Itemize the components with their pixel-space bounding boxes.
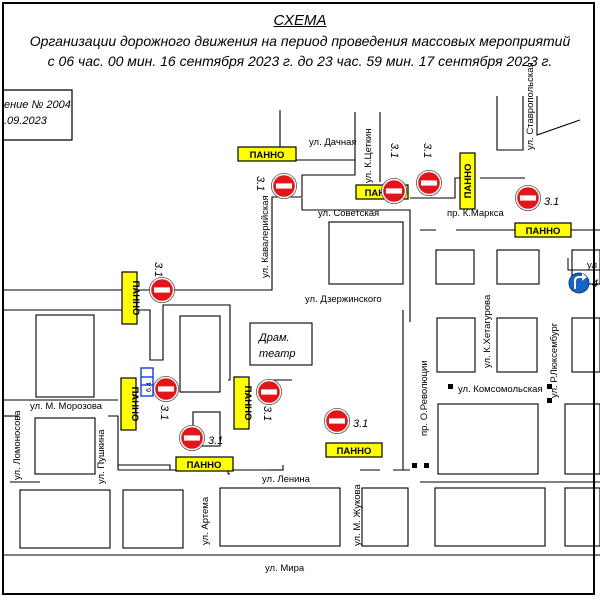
svg-text:ПАННО: ПАННО (130, 281, 141, 316)
barrier-markers (412, 384, 552, 468)
street-komsomolskaya: ул. Комсомольская (458, 384, 543, 395)
no-entry-codes: 3.1 3.1 3.1 3.1 3.1 3.1 3.1 3.1 3.1 (152, 143, 559, 447)
no-entry-sign-icon (178, 424, 206, 452)
street-cutoff-right: ул (587, 260, 597, 271)
panno-banner: ПАННО (325, 442, 383, 458)
panno-banner: ПАННО (233, 376, 253, 430)
svg-text:ПАННО: ПАННО (463, 164, 474, 199)
sign-code: 3.1 (388, 143, 400, 158)
decision-note: ение № 2004 .09.2023 (2, 89, 73, 141)
svg-text:ПАННО: ПАННО (242, 386, 253, 421)
street-dzerzhinskogo: ул. Дзержинского (305, 294, 382, 305)
scheme-title-line2: с 06 час. 00 мин. 16 сентября 2023 г. до… (47, 53, 553, 69)
no-entry-sign-icon (270, 172, 298, 200)
no-entry-sign-icon (380, 177, 408, 205)
street-lenina: ул. Ленина (262, 474, 311, 485)
svg-text:ПАННО: ПАННО (526, 226, 561, 237)
sign-code: 3.1 (421, 143, 433, 158)
panno-banner: ПАННО (237, 146, 297, 162)
street-artema: ул. Артема (200, 496, 211, 545)
theatre-label-line1: Драм. (257, 332, 290, 344)
sign-code: 3.1 (353, 418, 368, 430)
panno-banner: ПАННО (514, 222, 572, 238)
theatre-label-line2: театр (259, 348, 295, 360)
street-pushkina: ул. Пушкина (96, 429, 107, 484)
svg-text:ПАННО: ПАННО (337, 446, 372, 457)
no-entry-sign-icon (255, 378, 283, 406)
street-sovetskaya: ул. Советская (318, 208, 379, 219)
no-entry-sign-icon (148, 276, 176, 304)
sign-code: 3.1 (261, 406, 273, 421)
street-khetagurova: ул. К.Хетагурова (482, 294, 493, 368)
road-edges (2, 96, 600, 556)
city-blocks (19, 221, 600, 549)
panno-banner: ПАННО (459, 152, 476, 210)
street-marksa: пр. К.Маркса (447, 208, 504, 219)
panno-banner: ПАННО (175, 456, 234, 472)
parking-sign-code: 6.4 (146, 382, 153, 392)
street-kavaleriyskaya: ул. Кавалерийская (260, 195, 271, 278)
no-entry-sign-icon (152, 375, 180, 403)
sign-code: 3.1 (158, 405, 170, 420)
sign-code: 3.1 (152, 262, 164, 277)
street-lomonosova: ул. Ломоносова (12, 410, 23, 480)
decision-note-line1: ение № 2004 (4, 99, 71, 111)
no-entry-sign-icon (514, 184, 542, 212)
turn-right-sign-icon: 4 (567, 258, 600, 294)
decision-note-line2: .09.2023 (4, 115, 48, 127)
parking-sign-icon: 6.4 (140, 367, 154, 397)
street-labels: ул. Дачная ул. К.Цеткин ул. Ставропольск… (12, 62, 597, 574)
svg-text:ПАННО: ПАННО (129, 387, 140, 422)
street-lyuksemburg: ул. Р.Люксембург (549, 322, 560, 398)
sign-code: 3.1 (544, 196, 559, 208)
no-entry-sign-icon (415, 169, 443, 197)
street-revolyutsii: пр. О.Революции (419, 360, 430, 436)
street-morozova: ул. М. Морозова (30, 401, 103, 412)
svg-text:ПАННО: ПАННО (250, 150, 285, 161)
street-stavropolskaya: ул. Ставропольская (525, 62, 536, 150)
panno-banner: ПАННО (121, 271, 141, 325)
sign-code: 3.1 (208, 435, 223, 447)
street-zhukova: ул. М. Жукова (352, 484, 363, 546)
street-tsetkin: ул. К.Цеткин (363, 128, 374, 183)
sign-code: 3.1 (254, 176, 266, 191)
turn-sign-code: 4 (592, 278, 598, 290)
no-entry-sign-icon (323, 407, 351, 435)
scheme-title-line1: Организации дорожного движения на период… (29, 33, 571, 49)
street-dachnaya: ул. Дачная (309, 137, 357, 148)
svg-text:ПАННО: ПАННО (187, 460, 222, 471)
scheme-heading: СХЕМА (273, 12, 327, 29)
panno-banner: ПАННО (120, 377, 140, 431)
street-mira: ул. Мира (265, 563, 305, 574)
